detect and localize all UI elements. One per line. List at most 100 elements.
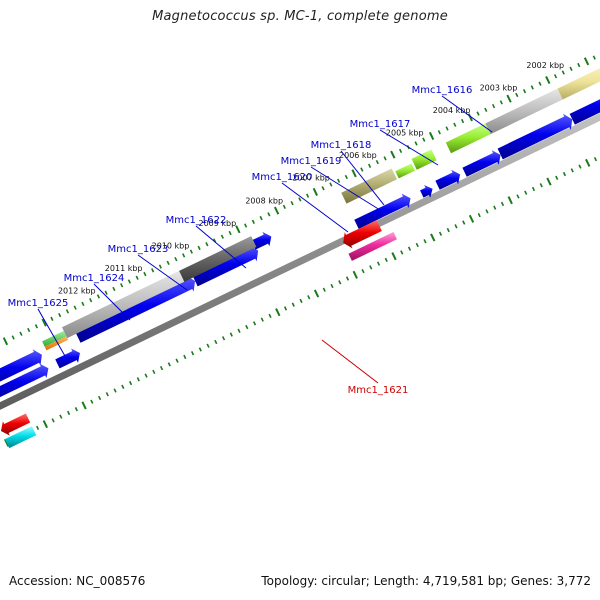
tick-mark-inner [485, 209, 489, 214]
tick-mark-outer [506, 94, 512, 103]
gene-label-mmc1_1623: Mmc1_1623 [108, 244, 169, 255]
tick-mark-inner [144, 373, 148, 378]
tick-mark-outer [553, 74, 558, 79]
tick-mark-outer [220, 234, 224, 239]
tick-label: 2011 kbp [105, 264, 143, 273]
tick-mark-outer [41, 318, 47, 327]
tick-mark-outer [189, 249, 193, 254]
tick-mark-outer [120, 283, 124, 288]
tick-label: 2003 kbp [480, 83, 518, 92]
tick-mark-outer [282, 204, 286, 210]
tick-mark-outer [445, 126, 449, 131]
tick-mark-inner [113, 388, 117, 393]
tick-mark-inner [198, 347, 202, 352]
tick-mark-inner [454, 224, 458, 229]
cds-plus [569, 99, 600, 125]
tick-mark-inner [477, 212, 481, 218]
tick-mark-inner [183, 354, 187, 360]
tick-mark-inner [81, 401, 87, 410]
tick-label: 2002 kbp [526, 61, 564, 70]
tick-mark-inner [121, 384, 125, 389]
tick-mark-inner [493, 205, 497, 210]
tick-mark-outer [166, 260, 170, 266]
tick-mark-outer [545, 75, 551, 85]
tick-mark-inner [214, 339, 218, 345]
tick-mark-inner [283, 306, 288, 311]
gene-label-mmc1_1620: Mmc1_1620 [252, 172, 313, 183]
cds-plus [192, 245, 259, 287]
tick-mark-inner [74, 407, 78, 412]
gene-label-mmc1_1622: Mmc1_1622 [166, 215, 227, 226]
tick-mark-inner [539, 183, 543, 188]
genome-backbone [0, 113, 600, 410]
tick-mark-inner [468, 214, 475, 223]
tick-mark-outer [306, 193, 310, 198]
tick-mark-inner [376, 261, 381, 266]
gene-label-leader [137, 254, 188, 291]
tick-mark-inner [500, 201, 505, 207]
tick-mark-outer [112, 286, 116, 292]
tick-mark-outer [158, 264, 162, 269]
tick-mark-outer [73, 305, 77, 310]
tick-mark-inner [159, 365, 164, 371]
tick-mark-inner [555, 175, 559, 180]
tick-mark-outer [34, 324, 39, 329]
gene-block [445, 123, 491, 154]
tick-mark-outer [329, 182, 333, 187]
tick-mark-inner [128, 380, 133, 386]
tick-mark-outer [19, 331, 23, 336]
gene-label-leader [441, 95, 493, 133]
tick-mark-outer [476, 111, 480, 116]
gene-label-mmc1_1625: Mmc1_1625 [8, 298, 69, 309]
tick-mark-outer [259, 215, 263, 221]
tick-mark-inner [299, 298, 303, 304]
tick-mark-inner [90, 399, 94, 404]
gene-block [42, 330, 67, 347]
page-title: Magnetococcus sp. MC-1, complete genome [152, 9, 448, 24]
tick-mark-outer [414, 141, 418, 146]
tick-mark-outer [174, 256, 178, 262]
gene-block [395, 163, 415, 179]
tick-mark-outer [360, 167, 364, 172]
topology-summary: Topology: circular; Length: 4,719,581 bp… [261, 574, 591, 588]
tick-mark-outer [96, 294, 100, 299]
tick-label: 2012 kbp [58, 287, 96, 296]
tick-mark-inner [206, 343, 210, 348]
tick-mark-outer [197, 245, 201, 251]
tick-mark-inner [446, 227, 450, 233]
cds-plus [251, 231, 272, 250]
tick-mark-inner [407, 246, 412, 251]
gene-label-leader [195, 225, 247, 269]
tick-mark-inner [531, 186, 536, 192]
tick-mark-inner [415, 242, 419, 248]
tick-mark-inner [42, 420, 48, 429]
tick-mark-outer [577, 62, 581, 68]
tick-mark-inner [59, 414, 63, 419]
tick-mark-inner [462, 220, 466, 225]
tick-mark-outer [467, 113, 473, 122]
tick-mark-inner [352, 270, 358, 279]
gene-label-mmc1_1617: Mmc1_1617 [350, 119, 411, 130]
tick-mark-outer [538, 81, 542, 86]
tick-mark-inner [338, 280, 342, 285]
tick-mark-outer [235, 225, 241, 234]
tick-mark-outer [484, 107, 488, 112]
gene-label-leader [93, 283, 131, 321]
tick-mark-outer [351, 169, 357, 178]
tick-mark-outer [182, 253, 186, 258]
tick-mark-outer [27, 327, 31, 333]
gene-label-leader [379, 129, 439, 166]
tick-mark-inner [36, 425, 40, 430]
cds-plus [435, 169, 461, 190]
cds-plus [75, 275, 196, 343]
tick-mark-inner [105, 392, 109, 397]
tick-mark-inner [345, 276, 350, 281]
tick-mark-inner [190, 351, 195, 356]
tick-mark-outer [58, 312, 62, 318]
tick-mark-inner [136, 377, 140, 382]
tick-mark-outer [205, 242, 209, 247]
tick-mark-outer [81, 301, 85, 307]
tick-mark-inner [430, 233, 436, 242]
tick-mark-outer [244, 223, 248, 228]
tick-mark-outer [151, 268, 155, 273]
